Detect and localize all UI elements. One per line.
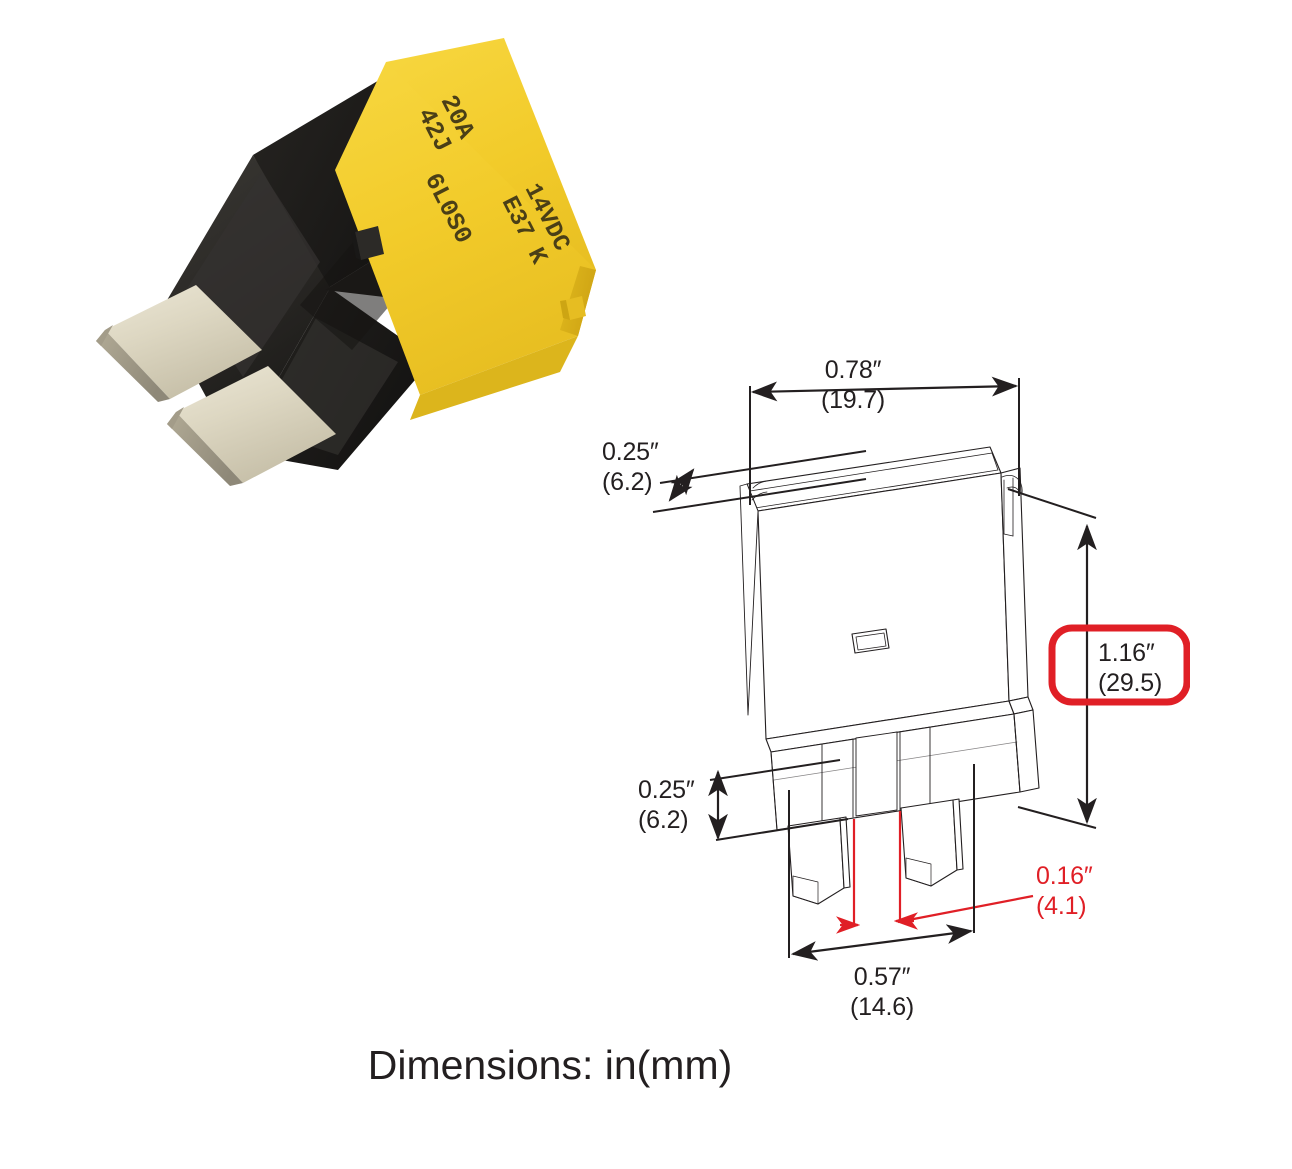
indicator-window-outline xyxy=(851,628,890,654)
fuse-yellow-body xyxy=(335,38,596,420)
dimension-blade-span xyxy=(788,764,975,961)
technical-drawing: 0.78″ (19.7) 0.25″ (6.2) 1.16″ (29.5) xyxy=(590,360,1190,1040)
blade-left xyxy=(787,817,845,905)
blade-right xyxy=(900,799,958,887)
dimension-width-top-inches: 0.78″ xyxy=(825,360,882,384)
dimension-width-top xyxy=(749,376,1020,505)
product-photo: 20A 42J 6L0S0 14VDC E37 K xyxy=(0,0,630,560)
dimension-blade-span-mm: (14.6) xyxy=(850,993,914,1021)
dimension-depth-top-inches: 0.25″ xyxy=(602,438,659,466)
dimension-blade-gap-mm: (4.1) xyxy=(1036,892,1086,920)
dimension-blade-thickness-inches: 0.25″ xyxy=(638,776,695,804)
dimension-height-right-mm: (29.5) xyxy=(1098,669,1162,697)
body-front-face xyxy=(757,472,1010,740)
indicator-window xyxy=(351,226,384,260)
dimension-blade-thickness xyxy=(708,759,849,841)
dimension-width-top-mm: (19.7) xyxy=(821,386,885,414)
dimension-depth-top xyxy=(652,450,867,513)
dimension-height-right xyxy=(1007,488,1097,829)
fuse-outline xyxy=(739,446,1040,905)
dimension-height-right-inches: 1.16″ xyxy=(1098,639,1155,667)
dimension-blade-thickness-mm: (6.2) xyxy=(638,806,688,834)
dimension-height-highlight-box xyxy=(1048,624,1190,706)
blade-terminals xyxy=(96,285,336,486)
retention-tab xyxy=(566,296,586,320)
dimension-blade-span-inches: 0.57″ xyxy=(854,963,911,991)
dimension-blade-gap-inches: 0.16″ xyxy=(1036,862,1093,890)
dimensions-caption: Dimensions: in(mm) xyxy=(367,1042,733,1088)
dimension-depth-top-mm: (6.2) xyxy=(602,468,652,496)
